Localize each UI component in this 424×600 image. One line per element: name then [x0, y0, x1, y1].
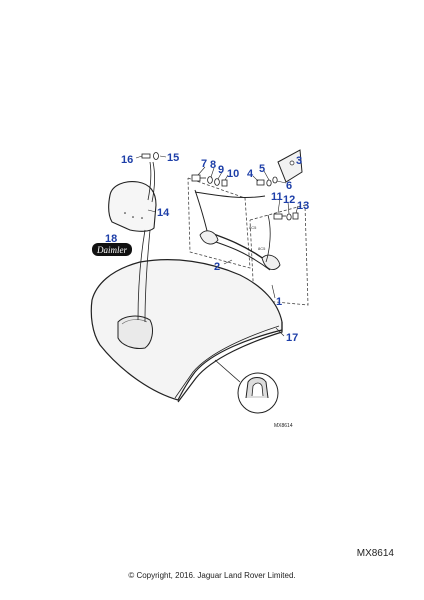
headrest-pad	[108, 161, 157, 323]
callout-3: 3	[296, 155, 302, 167]
callout-14: 14	[157, 207, 170, 219]
callout-7: 7	[201, 158, 207, 170]
assembly-outline-box-2	[187, 177, 251, 269]
headlining-frame	[194, 189, 281, 271]
callout-16: 16	[121, 154, 133, 166]
assembly-outline-box-1	[249, 204, 309, 306]
diagram-ref-code: MX8614	[274, 423, 293, 429]
callout-5: 5	[259, 163, 265, 175]
daimler-badge: Daimler	[92, 243, 132, 256]
callout-10: 10	[227, 168, 239, 180]
bolt-washer-nut-set-a	[191, 174, 228, 187]
leader-lines	[135, 155, 301, 337]
callout-11: 11	[271, 191, 283, 203]
callout-13: 13	[297, 200, 309, 212]
callout-1: 1	[276, 296, 282, 308]
callout-4: 4	[247, 168, 254, 180]
hinge-bracket	[277, 149, 303, 183]
callout-12: 12	[283, 194, 295, 206]
seal-detail-magnifier	[214, 359, 279, 414]
callout-9: 9	[218, 164, 224, 176]
part-tag: 8C5	[249, 225, 257, 230]
callout-17: 17	[286, 332, 298, 344]
screw-and-washer	[141, 152, 159, 160]
illustration-ref-code: MX8614	[356, 548, 394, 559]
callout-15: 15	[167, 152, 179, 164]
callout-2: 2	[214, 261, 220, 273]
callout-8: 8	[210, 159, 216, 171]
callout-6: 6	[286, 180, 292, 192]
svg-text:Daimler: Daimler	[96, 245, 127, 255]
part-tag: 8C5	[258, 246, 266, 251]
copyright-notice: © Copyright, 2016. Jaguar Land Rover Lim…	[128, 571, 296, 580]
bolt-washer-nut-set-b	[256, 176, 278, 187]
callout-18: 18	[105, 233, 117, 245]
hood-canopy-panel	[90, 259, 283, 403]
bolt-washer-nut-set-c	[273, 212, 299, 221]
